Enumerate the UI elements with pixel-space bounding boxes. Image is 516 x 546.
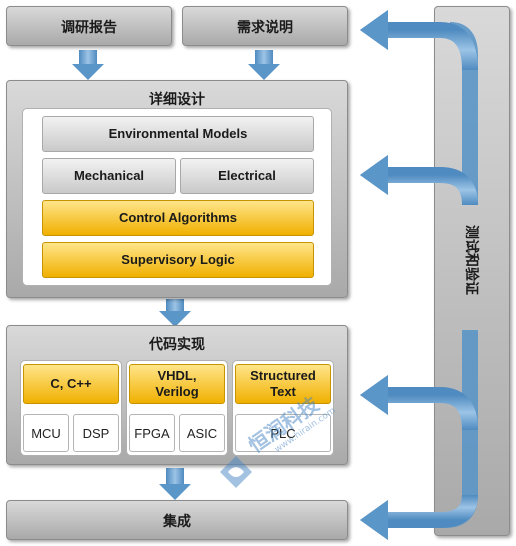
electrical-block: Electrical [180,158,314,194]
c-cpp-block: C, C++ [23,364,119,404]
code-implementation-title: 代码实现 [149,337,205,353]
mechanical-block: Mechanical [42,158,176,194]
integration-label: 集成 [163,514,191,530]
research-report-label: 调研报告 [61,20,117,36]
dsp-cell: DSP [73,414,119,452]
requirements-box: 需求说明 [182,6,348,46]
vhdl-verilog-block: VHDL, Verilog [129,364,225,404]
detailed-design-title: 详细设计 [149,92,205,108]
asic-cell: ASIC [179,414,225,452]
down-arrow-report [72,50,104,80]
integration-bar: 集成 [6,500,348,540]
supervisory-logic-block: Supervisory Logic [42,242,314,278]
control-algorithms-block: Control Algorithms [42,200,314,236]
environmental-models-block: Environmental Models [42,116,314,152]
down-arrow-design-code [159,299,191,327]
mcu-cell: MCU [23,414,69,452]
structured-text-block: Structured Text [235,364,331,404]
down-arrow-requirements [248,50,280,80]
plc-cell: PLC [235,414,331,452]
requirements-label: 需求说明 [237,20,293,36]
fpga-cell: FPGA [129,414,175,452]
down-arrow-code-integration [159,468,191,500]
research-report-box: 调研报告 [6,6,172,46]
